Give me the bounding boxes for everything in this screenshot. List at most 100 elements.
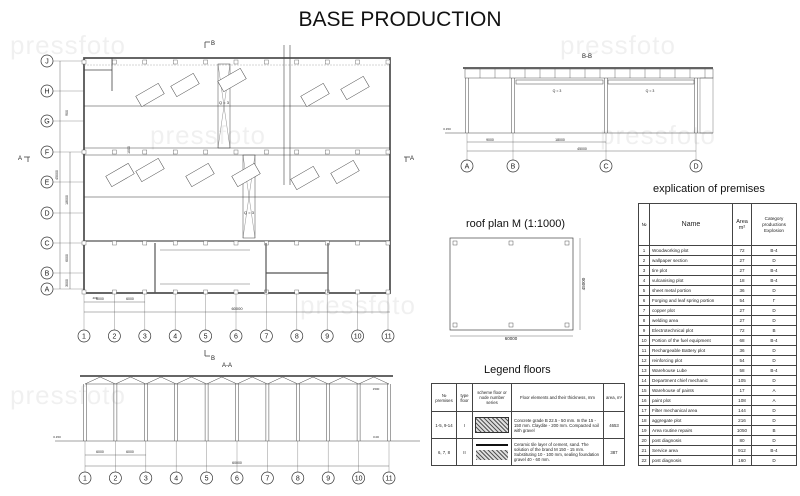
floor-hatch-pattern — [476, 444, 508, 460]
row-number: 8 — [638, 315, 650, 326]
row-number: 13 — [638, 365, 650, 376]
section-aa-axis-circle — [200, 471, 213, 485]
row-number: 5 — [638, 285, 650, 296]
premise-category: D — [751, 455, 797, 466]
plan-row-axis: B — [45, 271, 50, 278]
premise-name: aggregate plot — [649, 415, 733, 426]
explication-title: explication of premises — [653, 183, 765, 195]
equipment — [290, 165, 320, 191]
plan-row-axis-circle — [40, 266, 54, 280]
premise-name: Warehouse Lube — [649, 365, 733, 376]
row-number: 1 — [638, 245, 650, 256]
plan-column-axis-circle — [77, 329, 91, 343]
dimension-label: 60000 — [231, 306, 243, 311]
equipment — [105, 162, 135, 188]
row-number: 3 — [638, 265, 650, 276]
section-aa-axis-circle — [139, 471, 153, 485]
section-aa-axis: 6 — [235, 476, 239, 483]
premise-name: wallpaper section — [649, 255, 733, 266]
premise-area: 912 — [732, 445, 752, 456]
section-bb-axis-circle — [689, 159, 703, 173]
plan-row-axis-circle — [40, 114, 54, 128]
premise-area: 27 — [732, 265, 752, 276]
plan-row-axis-circle — [40, 84, 54, 98]
col-header-category: Category productions Explosion — [751, 203, 797, 246]
plan-column-axis: 4 — [173, 334, 177, 341]
plan-row-axis: H — [44, 89, 49, 96]
plan-column-axis: 6 — [234, 334, 238, 341]
plan-column-axis: 11 — [384, 334, 391, 341]
plan-row-axis-circle — [40, 282, 54, 296]
premise-area: 58 — [732, 365, 752, 376]
roof-truss — [84, 376, 116, 385]
premise-name: tire plot — [649, 265, 733, 276]
column-marker — [385, 149, 391, 155]
equipment — [135, 82, 165, 108]
column-marker — [112, 149, 117, 155]
roof-truss — [206, 376, 238, 385]
premise-category: D — [751, 305, 797, 316]
page-title: BASE PRODUCTION — [298, 8, 502, 31]
plan-column-axis: 8 — [295, 334, 299, 341]
plan-column-axis-circle — [229, 329, 243, 343]
premise-category: D — [751, 435, 797, 446]
premise-category: Г — [751, 295, 797, 306]
dimension-label: 6000 — [126, 450, 134, 454]
plan-row-axis: G — [44, 119, 49, 126]
column-marker — [233, 59, 239, 65]
column-marker — [172, 59, 178, 65]
premise-category: B-4 — [751, 265, 797, 276]
premise-category: D — [751, 405, 797, 416]
plan-row-axis-circle — [40, 54, 54, 68]
row-number: 2 — [638, 255, 650, 266]
row-number: 17 — [638, 405, 650, 416]
floor-area: 4653 — [603, 411, 625, 439]
plan-row-axis: J — [45, 59, 49, 66]
premise-name: Service area — [649, 445, 733, 456]
section-title: A-A — [222, 363, 232, 369]
premise-area: 72 — [732, 325, 752, 336]
roof-drain — [564, 322, 570, 328]
premise-name: Rechargeable Battery plot — [649, 345, 733, 356]
level-mark: 0.150 — [53, 435, 61, 439]
equipment — [300, 82, 330, 108]
section-aa-axis: 10 — [355, 476, 363, 483]
wall-panel — [699, 77, 714, 134]
premise-area: 54 — [732, 295, 752, 306]
column-marker — [233, 289, 239, 295]
roof-outline — [449, 237, 574, 331]
col-header-area: area, m² — [603, 383, 625, 412]
dimension-label: 18000 — [555, 138, 565, 142]
row-number: 7 — [638, 305, 650, 316]
section-aa-axis: 5 — [205, 476, 209, 483]
premise-name: vulcanising plot — [649, 275, 733, 286]
plan-row-axis: A — [45, 287, 50, 294]
premise-name: sheet metal portion — [649, 285, 733, 296]
column-marker — [294, 59, 299, 65]
crane-bridge — [217, 63, 231, 149]
col-header-premises: № premises — [431, 383, 457, 412]
roof-drain — [452, 240, 458, 246]
section-bb-axis-circle — [599, 159, 613, 173]
plan-row-axis: E — [45, 180, 50, 187]
section-aa-axis-circle — [261, 471, 274, 485]
premise-area: 27 — [732, 255, 752, 266]
section-bb-axis: A — [465, 164, 470, 171]
row-number: 15 — [638, 385, 650, 396]
section-bb-axis-circle — [460, 159, 474, 173]
roof-truss — [297, 376, 329, 385]
premise-category: B — [751, 425, 797, 436]
premise-area: 105 — [732, 375, 752, 386]
